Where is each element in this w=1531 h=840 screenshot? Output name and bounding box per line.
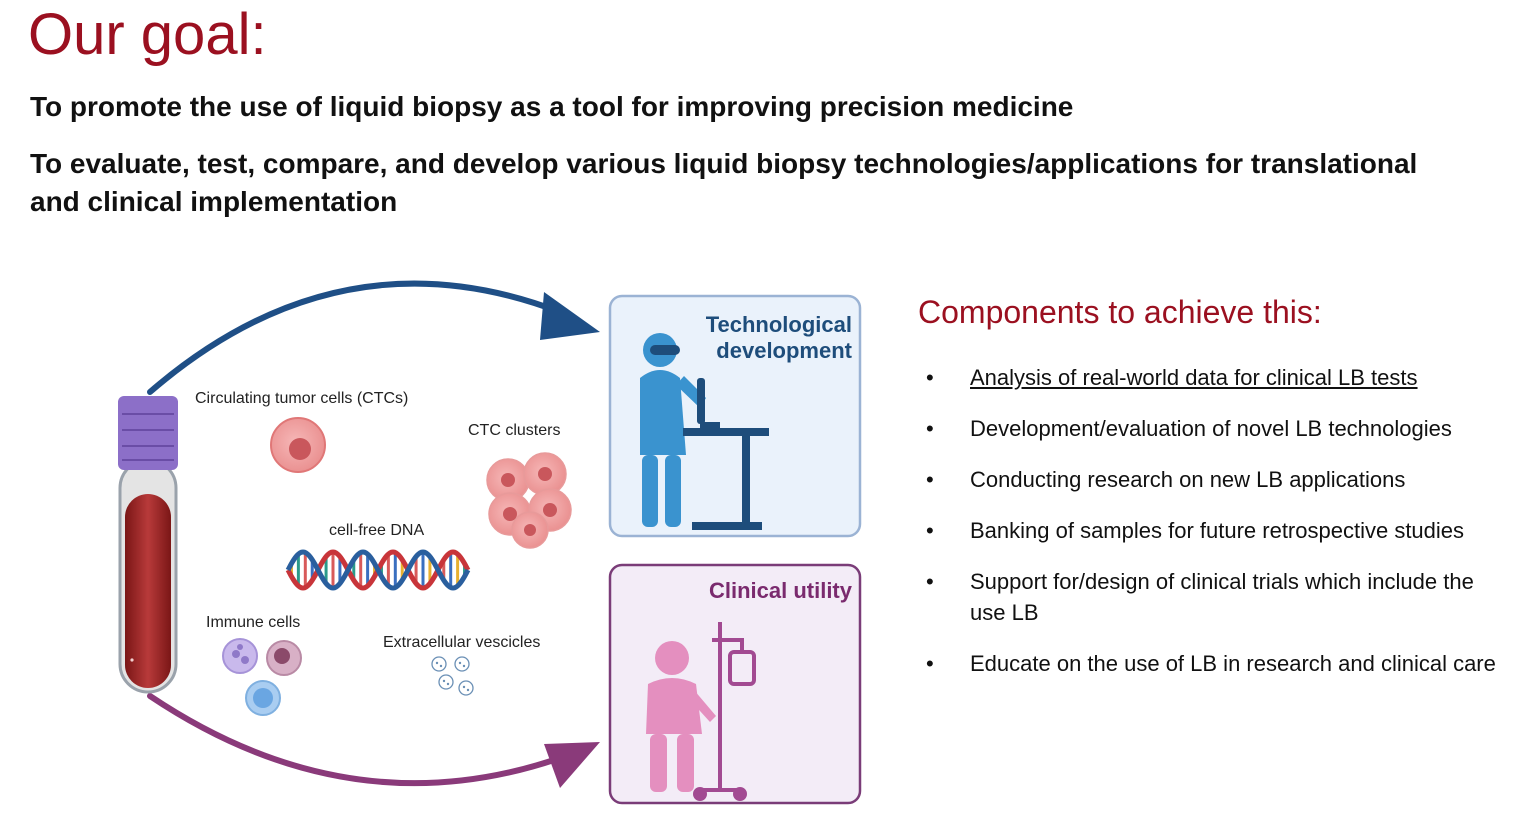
label-ctc: Circulating tumor cells (CTCs) [195, 390, 408, 407]
ctc-cell-icon [270, 417, 326, 473]
lab-bench-icon [683, 422, 769, 530]
arrow-to-clinical [147, 693, 563, 787]
list-item: •Educate on the use of LB in research an… [926, 651, 1496, 676]
label-ctc-clusters: CTC clusters [468, 422, 560, 439]
list-item: •Banking of samples for future retrospec… [926, 518, 1465, 543]
list-item: •Support for/design of clinical trials w… [926, 569, 1474, 625]
label-immune: Immune cells [206, 614, 300, 631]
arrow-to-clinical-head [544, 742, 600, 788]
clinical-box-title: Clinical utility [709, 578, 853, 603]
tech-development-box: Technological development [608, 294, 862, 538]
component-item-link[interactable]: Analysis of real-world data for clinical… [970, 365, 1418, 390]
goal-statement-1: To promote the use of liquid biopsy as a… [30, 91, 1074, 122]
list-item: •Conducting research on new LB applicati… [926, 467, 1406, 492]
dna-helix-icon [285, 549, 471, 591]
tube-blood [125, 494, 171, 688]
slide-title: Our goal: [28, 2, 267, 67]
tech-box-title-line1: Technological [706, 312, 852, 337]
blood-tube [118, 396, 178, 694]
arrow-to-tech [147, 280, 563, 395]
list-item: •Analysis of real-world data for clinica… [926, 365, 1418, 390]
arrow-to-tech-head [540, 292, 600, 340]
components-list: •Analysis of real-world data for clinica… [920, 362, 1500, 699]
iv-stand-icon [693, 622, 756, 801]
ctc-clusters-icon [486, 452, 572, 549]
components-title: Components to achieve this: [918, 294, 1322, 330]
label-cfdna: cell-free DNA [329, 522, 424, 539]
list-item: •Development/evaluation of novel LB tech… [926, 416, 1452, 441]
clinical-utility-box: Clinical utility [608, 563, 862, 805]
scientist-figure-icon [640, 333, 706, 527]
label-ev: Extracellular vescicles [383, 634, 540, 651]
vesicles-icon [431, 656, 474, 696]
immune-cells-icon [222, 638, 302, 716]
patient-figure-icon [646, 641, 716, 792]
tech-box-title-line2: development [716, 338, 852, 363]
goal-statement-2: To evaluate, test, compare, and develop … [30, 148, 1418, 217]
tube-cap [118, 396, 178, 470]
